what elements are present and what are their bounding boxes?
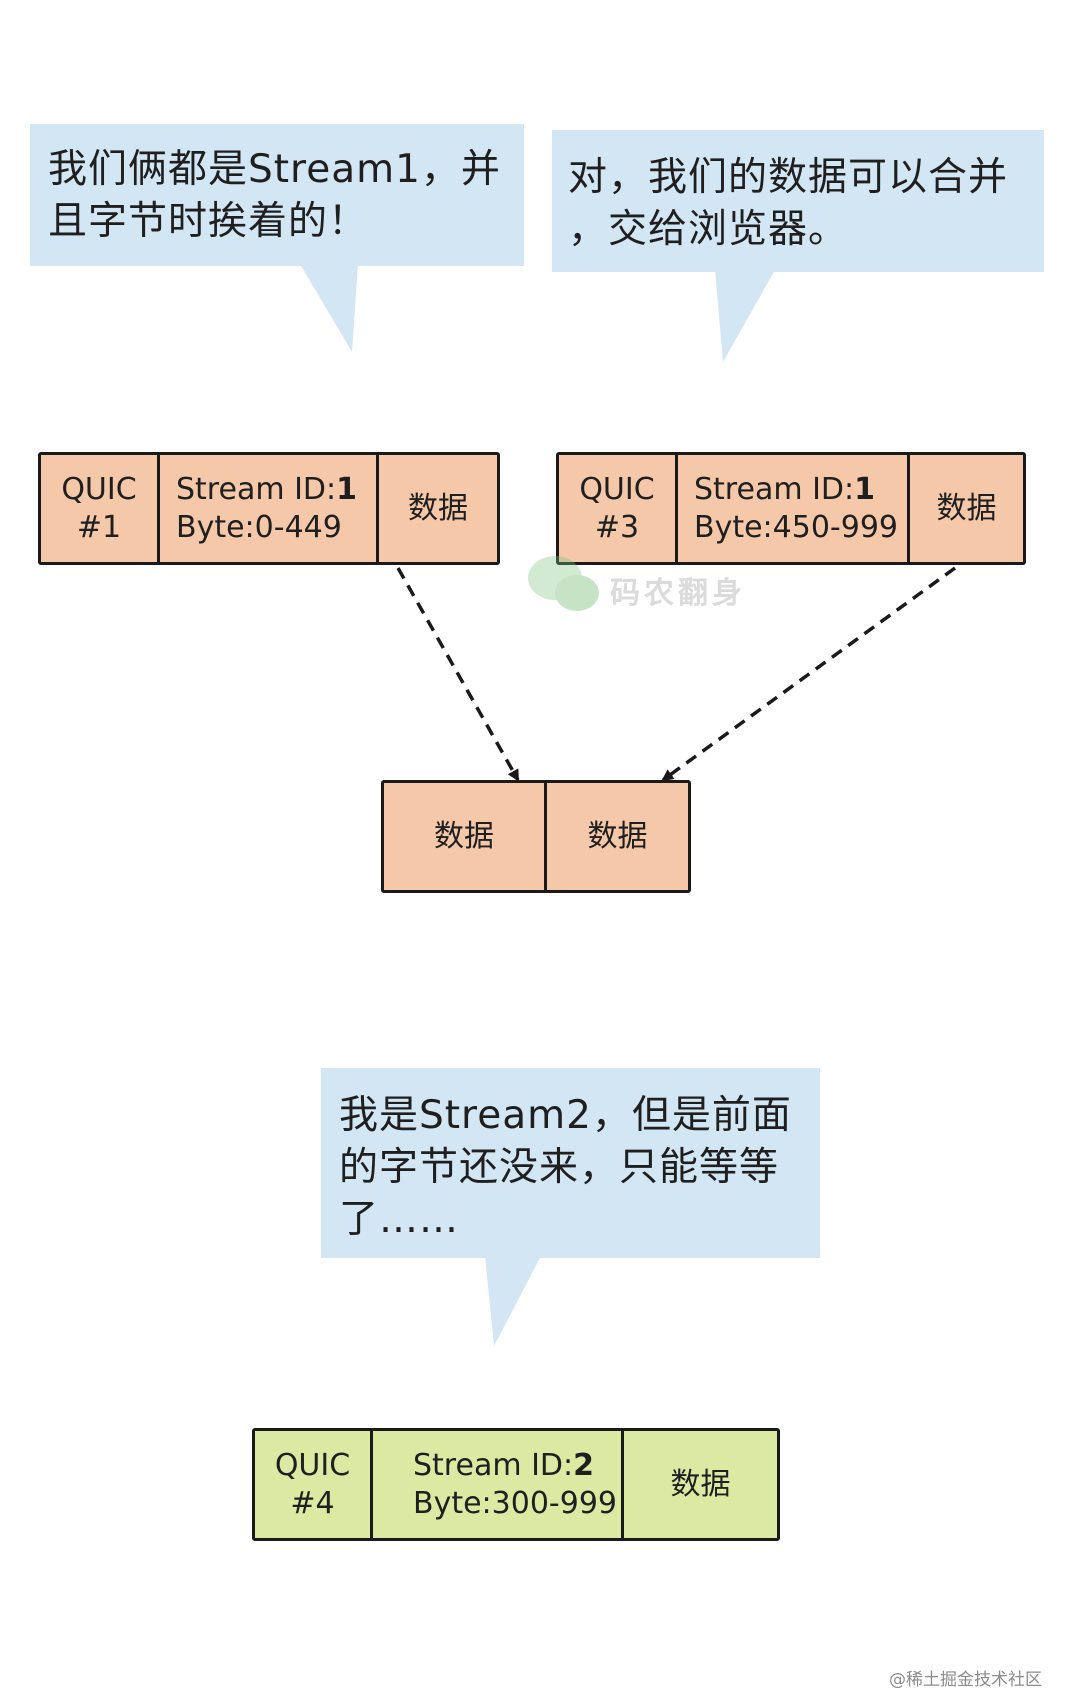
bubble-2-text: 对，我们的数据可以合并 ，交给浏览器。 bbox=[568, 155, 1009, 252]
data-label: 数据 bbox=[587, 818, 648, 854]
stream-id-value: 1 bbox=[854, 471, 876, 507]
quic-label-cell: QUIC #4 bbox=[255, 1431, 373, 1538]
watermark: 码农翻身 bbox=[525, 548, 785, 618]
byte-range: Byte:0-449 bbox=[176, 509, 342, 545]
data-label: 数据 bbox=[936, 490, 997, 526]
quic-packet-4: QUIC #4 Stream ID:2 Byte:300-999 数据 bbox=[252, 1428, 780, 1541]
bubble-3-tail bbox=[485, 1256, 541, 1346]
speech-bubble-3: 我是Stream2，但是前面 的字节还没来，只能等等 了…… bbox=[321, 1068, 820, 1258]
speech-bubble-2: 对，我们的数据可以合并 ，交给浏览器。 bbox=[552, 130, 1044, 272]
quic-number: #4 bbox=[290, 1485, 335, 1521]
wechat-icon bbox=[528, 556, 599, 611]
merged-data-cell-right: 数据 bbox=[547, 783, 688, 890]
quic-number: #1 bbox=[76, 509, 122, 545]
stream-id-prefix: Stream ID: bbox=[176, 471, 337, 507]
data-label: 数据 bbox=[670, 1466, 731, 1502]
stream-info-cell: Stream ID:1 Byte:450-999 bbox=[678, 455, 910, 562]
quic-label-cell: QUIC #3 bbox=[559, 455, 678, 562]
speech-bubble-1: 我们俩都是Stream1，并 且字节时挨着的！ bbox=[30, 124, 524, 266]
data-label: 数据 bbox=[408, 490, 468, 526]
quic-label-cell: QUIC #1 bbox=[41, 455, 160, 562]
quic-label: QUIC bbox=[579, 471, 655, 507]
bubble-1-text: 我们俩都是Stream1，并 且字节时挨着的！ bbox=[48, 147, 501, 244]
byte-range: Byte:300-999 bbox=[413, 1485, 618, 1521]
quic-label: QUIC bbox=[274, 1447, 351, 1483]
data-cell: 数据 bbox=[910, 455, 1023, 562]
stream-info-cell: Stream ID:1 Byte:0-449 bbox=[160, 455, 379, 562]
merged-data-block: 数据 数据 bbox=[381, 780, 691, 893]
bubble-2-tail bbox=[715, 270, 775, 362]
quic-number: #3 bbox=[594, 509, 640, 545]
stream-id-line: Stream ID:1 bbox=[694, 471, 875, 509]
bubble-1-tail bbox=[300, 264, 358, 352]
stream-id-prefix: Stream ID: bbox=[413, 1447, 574, 1483]
stream-id-line: Stream ID:2 bbox=[413, 1447, 594, 1485]
arrow-3-to-merged bbox=[661, 566, 957, 782]
data-label: 数据 bbox=[434, 818, 494, 854]
watermark-text: 码农翻身 bbox=[610, 576, 746, 611]
stream-id-prefix: Stream ID: bbox=[694, 471, 855, 507]
stream-info-cell: Stream ID:2 Byte:300-999 bbox=[373, 1431, 624, 1538]
merged-data-cell-left: 数据 bbox=[384, 783, 547, 890]
bubble-3-text: 我是Stream2，但是前面 的字节还没来，只能等等 了…… bbox=[339, 1093, 792, 1242]
arrow-1-to-merged bbox=[396, 567, 520, 782]
stream-id-value: 2 bbox=[573, 1447, 595, 1483]
data-cell: 数据 bbox=[624, 1431, 777, 1538]
stream-id-value: 1 bbox=[336, 471, 358, 507]
quic-packet-3: QUIC #3 Stream ID:1 Byte:450-999 数据 bbox=[556, 452, 1026, 565]
stream-id-line: Stream ID:1 bbox=[176, 471, 357, 509]
quic-label: QUIC bbox=[61, 471, 137, 507]
footer-credit: @稀土掘金技术社区 bbox=[889, 1670, 1042, 1690]
data-cell: 数据 bbox=[379, 455, 497, 562]
byte-range: Byte:450-999 bbox=[694, 509, 899, 545]
quic-packet-1: QUIC #1 Stream ID:1 Byte:0-449 数据 bbox=[38, 452, 500, 565]
